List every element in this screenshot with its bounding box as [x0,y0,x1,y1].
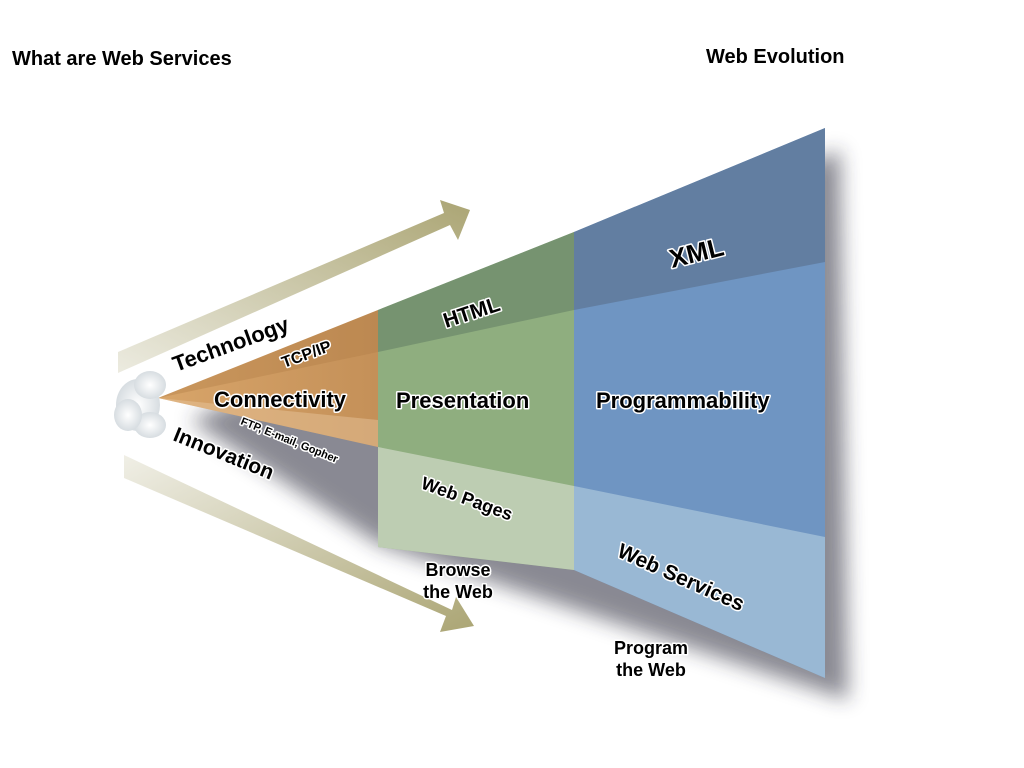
stage-programmability-label: Programmability [596,388,770,413]
technology-arrow [118,200,470,373]
stage-presentation-label: Presentation [396,388,529,413]
stage-programmability-below-line2: the Web [616,660,686,680]
stage-connectivity [158,310,378,447]
stage-programmability [574,128,825,678]
stage-presentation [378,232,574,570]
stage-programmability-below-line1: Program [614,638,688,658]
page-title: What are Web Services [12,48,232,70]
cloud-icon [114,371,166,438]
innovation-arrow [124,455,474,632]
stage-presentation-below-line2: the Web [423,582,493,602]
stage-connectivity-label: Connectivity [214,387,347,412]
diagram-title: Web Evolution [706,46,845,68]
stage-presentation-below-line1: Browse [425,560,490,580]
